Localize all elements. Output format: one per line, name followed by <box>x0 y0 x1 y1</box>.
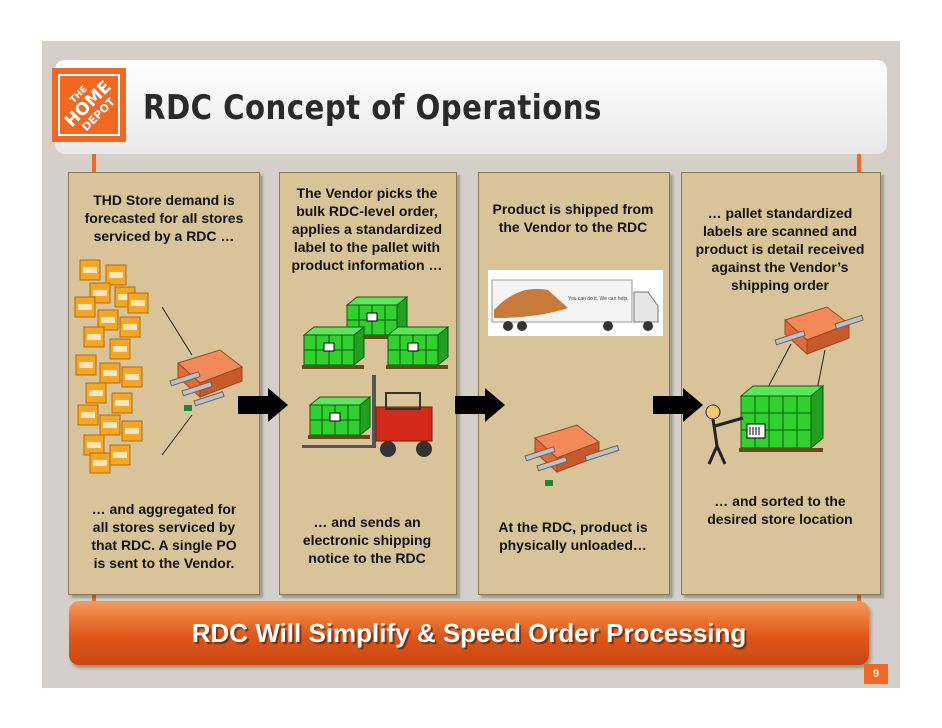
page-number: 9 <box>864 664 888 684</box>
arrow-right-icon <box>653 388 703 422</box>
truck-illustration <box>488 270 663 336</box>
panel-receiving <box>681 172 881 595</box>
divider-stripe <box>857 590 861 604</box>
page-title: RDC Concept of Operations <box>143 88 602 128</box>
store-boxes-illustration <box>74 259 244 474</box>
divider-stripe <box>857 154 861 174</box>
divider-stripe <box>92 590 96 604</box>
rdc-conveyor-icon <box>524 424 620 486</box>
arrow-right-icon <box>455 388 505 422</box>
arrow-right-icon <box>238 388 288 422</box>
panel-vendor <box>279 172 457 595</box>
panel-shipping <box>478 172 670 595</box>
pallets-forklift-illustration <box>301 296 449 457</box>
divider-stripe <box>92 154 96 174</box>
summary-banner: RDC Will Simplify & Speed Order Processi… <box>69 601 869 665</box>
truck-slogan: You can do it. We can help. <box>568 296 629 302</box>
home-depot-logo: THE HOME DEPOT <box>52 68 126 142</box>
scanning-illustration <box>705 306 864 465</box>
banner-text: RDC Will Simplify & Speed Order Processi… <box>191 617 747 648</box>
title-bar <box>55 60 887 154</box>
